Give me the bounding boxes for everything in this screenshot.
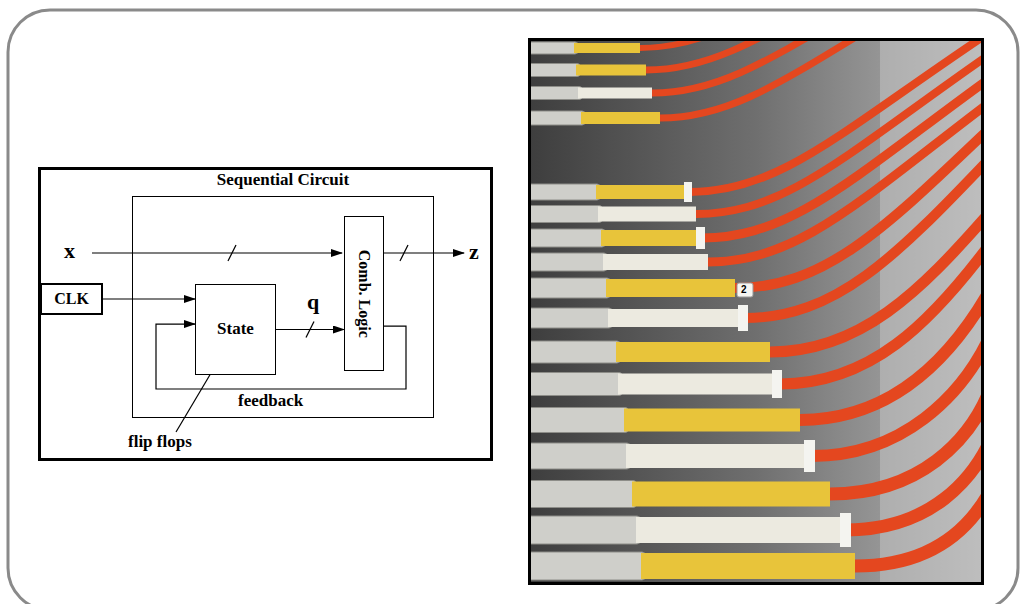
drawing-part: [772, 370, 782, 398]
figure-frame: [40, 169, 492, 460]
tag-number: 2: [741, 284, 747, 295]
drawing-part: [598, 207, 696, 222]
slide-border: [8, 10, 1018, 604]
drawing-part: [530, 373, 622, 396]
drawing-part: [738, 305, 748, 331]
drawing-part: [530, 229, 605, 247]
region-heading: Sequential Circuit: [133, 171, 433, 190]
drawing-part: [601, 230, 702, 246]
drawing-part: [530, 42, 578, 54]
drawing-part: [596, 185, 690, 199]
drawing-part: [530, 516, 640, 544]
drawing-part: [624, 409, 800, 432]
drawing-part: [840, 513, 851, 547]
signal-wire: [103, 298, 195, 299]
bus-slash: [228, 245, 236, 261]
drawing-part: [530, 552, 645, 580]
drawing-part: [684, 182, 692, 202]
output-wire: [384, 252, 464, 253]
box-label: Comb. Logic: [355, 250, 373, 338]
clock-box: CLK: [40, 283, 103, 315]
drawing-part: [530, 253, 607, 271]
drawing-part: [578, 88, 652, 99]
signal-name: x: [64, 239, 75, 263]
drawing-part: [660, 40, 982, 118]
drawing-part: [603, 254, 708, 270]
drawing-part: [574, 43, 640, 53]
wire-label: feedback: [236, 392, 305, 411]
drawing-part: [636, 517, 845, 543]
drawing-part: [804, 440, 815, 472]
drawing-part: [530, 87, 582, 100]
callout-text: flip flops: [128, 433, 192, 452]
drawing-part: [640, 40, 982, 48]
drawing-part: [696, 227, 705, 249]
drawing-part: [530, 443, 630, 469]
box-label: CLK: [54, 290, 89, 308]
photo-content: [530, 40, 982, 582]
drawing-part: [530, 184, 600, 200]
drawing-part: [608, 309, 745, 327]
drawing-part: [530, 206, 602, 223]
state-box: State: [195, 284, 276, 375]
drawing-part: [530, 308, 612, 328]
drawing-part: [606, 279, 735, 297]
drawing-part: [618, 374, 780, 395]
drawing-part: [737, 283, 753, 297]
input-wire: [92, 252, 342, 253]
drawing-part: [708, 102, 982, 262]
photo-border: [530, 40, 983, 584]
drawing-part: [576, 65, 646, 76]
drawing-part: [632, 482, 830, 507]
drawing-part: [530, 408, 628, 433]
circuit-region: Sequential CircuitStateComb. Logic: [132, 196, 434, 418]
signal-name: z: [469, 240, 479, 264]
drawing-part: [800, 290, 982, 420]
drawing-part: [530, 64, 580, 77]
box-label: State: [217, 320, 254, 339]
drawing-part: [855, 470, 982, 566]
drawing-part: [626, 444, 812, 468]
bus-slash: [400, 245, 408, 261]
logic-box: Comb. Logic: [344, 216, 384, 371]
drawing-part: [581, 112, 660, 124]
drawing-part: [530, 481, 636, 508]
bus-slash: [306, 322, 314, 338]
drawing-part: [770, 212, 982, 352]
drawing-part: [616, 342, 770, 362]
drawing-part: [530, 278, 610, 298]
wire-label: q: [305, 290, 321, 314]
drawing-part: [845, 430, 982, 530]
drawing-part: [530, 111, 585, 125]
drawing-part: [641, 553, 855, 579]
drawing-part: [780, 244, 982, 384]
drawing-part: [530, 341, 620, 363]
